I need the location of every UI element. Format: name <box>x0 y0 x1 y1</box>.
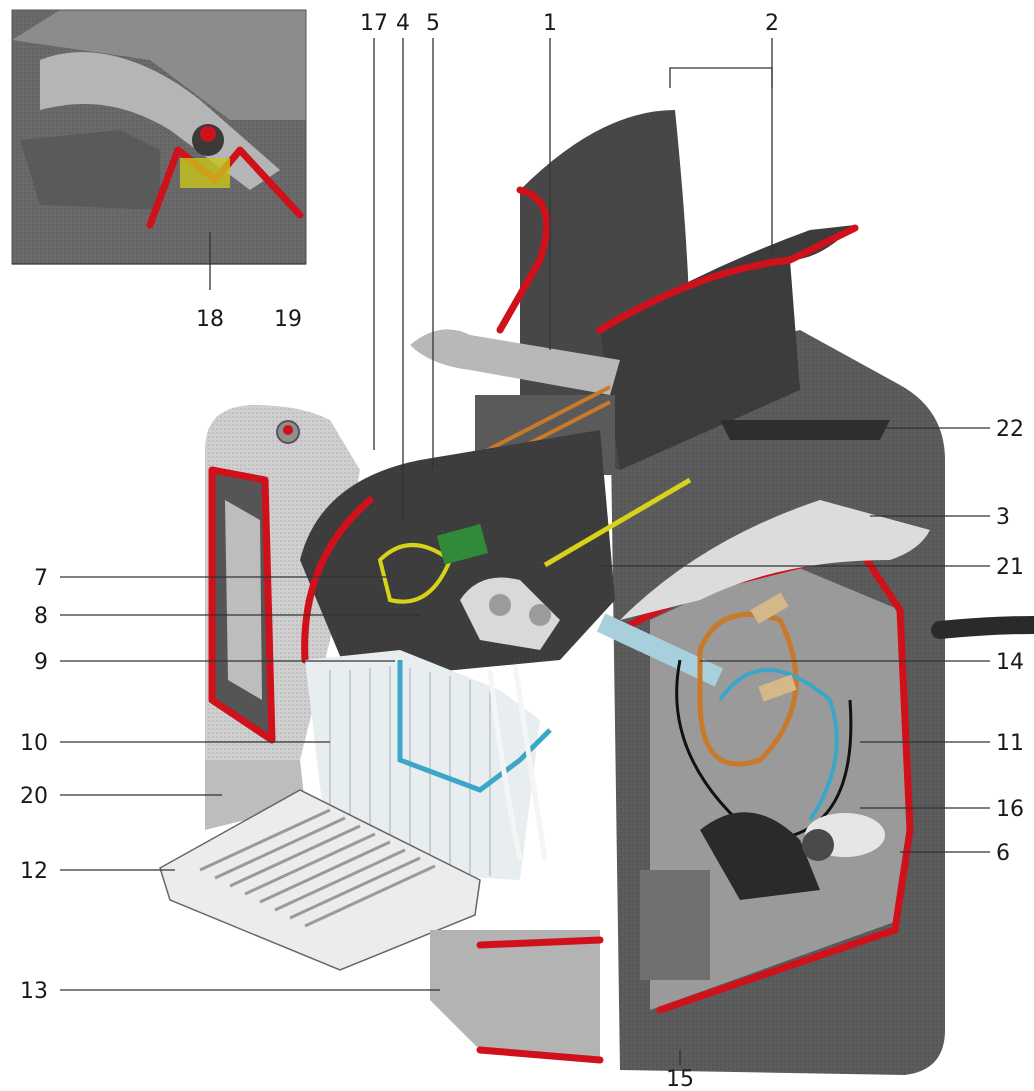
callout-11: 11 <box>996 731 1024 756</box>
steam-tube <box>410 329 620 395</box>
drip-tray <box>159 789 481 971</box>
thermoblock <box>700 812 820 900</box>
callout-2: 2 <box>765 11 779 36</box>
yellow-rod <box>543 477 692 568</box>
green-valve <box>436 524 489 565</box>
callout-3: 3 <box>996 505 1010 530</box>
white-hoses <box>487 664 548 861</box>
blue-cable <box>718 668 839 822</box>
top-cover <box>620 500 930 620</box>
callout-21: 21 <box>996 555 1024 580</box>
callout-9: 9 <box>34 650 48 675</box>
terminal-b <box>758 674 797 702</box>
callout-labels: 17 4 5 1 2 18 19 22 3 21 7 8 9 14 10 11 … <box>20 11 1024 1091</box>
callout-16: 16 <box>996 797 1024 822</box>
callout-14: 14 <box>996 650 1024 675</box>
left-cut-internals <box>225 500 262 700</box>
top-knob-cap <box>283 425 293 435</box>
fitting-b <box>529 604 551 626</box>
leader-2-bracket <box>669 67 773 88</box>
drip-tray-grid <box>199 808 436 928</box>
leader-lines <box>12 38 990 1065</box>
callout-18: 18 <box>196 307 224 332</box>
lid-section-cut <box>596 224 859 334</box>
inset-lever <box>40 52 280 191</box>
callout-17: 17 <box>360 11 388 36</box>
callout-8: 8 <box>34 604 48 629</box>
callout-7: 7 <box>34 566 48 591</box>
copper-wiring <box>697 611 799 767</box>
callout-15: 15 <box>666 1067 694 1091</box>
lid-panel <box>600 225 855 470</box>
inset-detail <box>11 9 307 265</box>
callout-6: 6 <box>996 841 1010 866</box>
upper-shelf <box>720 420 890 440</box>
base-section-cut <box>476 936 604 1064</box>
shell-base <box>205 760 305 830</box>
blue-pipe <box>596 613 724 687</box>
callout-10: 10 <box>20 731 48 756</box>
inset-housing-top <box>12 10 306 120</box>
brewing-group-cut <box>301 496 374 664</box>
callout-1: 1 <box>543 11 557 36</box>
machine-body <box>159 110 1034 1075</box>
callout-12: 12 <box>20 859 48 884</box>
sensor <box>802 829 834 861</box>
callout-13: 13 <box>20 979 48 1004</box>
base-block <box>430 930 600 1060</box>
power-hose <box>931 616 1034 639</box>
terminal-a <box>750 592 789 624</box>
distributor-block <box>460 577 560 650</box>
left-window-cut <box>208 466 276 744</box>
callout-22: 22 <box>996 417 1024 442</box>
inset-yellow-part <box>180 158 230 188</box>
pump-block <box>640 870 710 980</box>
back-panel-cut <box>496 186 551 334</box>
callout-5: 5 <box>426 11 440 36</box>
inset-block <box>20 130 160 210</box>
callout-4: 4 <box>396 11 410 36</box>
inset-knob-cap <box>200 126 216 142</box>
callout-19: 19 <box>274 307 302 332</box>
callout-20: 20 <box>20 784 48 809</box>
fitting-a <box>489 594 511 616</box>
